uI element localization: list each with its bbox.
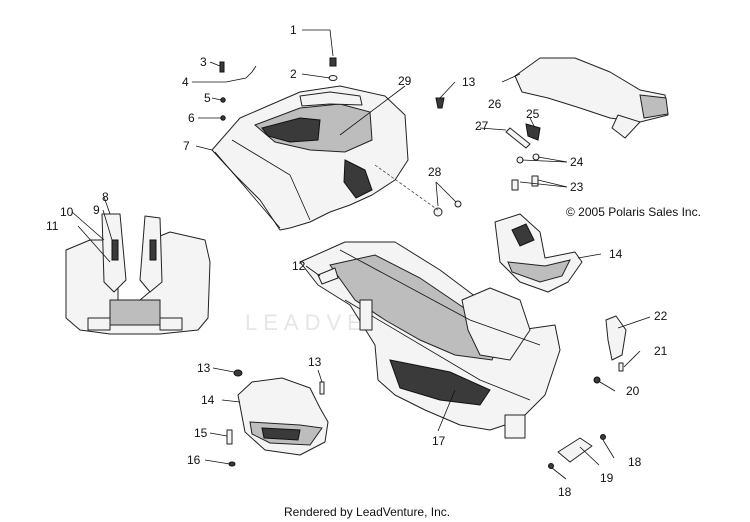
copyright-notice: © 2005 Polaris Sales Inc. (566, 205, 701, 219)
callout-labels: 1 2 3 4 5 6 7 8 9 10 11 12 13 13 13 14 1… (46, 23, 668, 499)
footer-credit: Rendered by LeadVenture, Inc. (284, 505, 450, 519)
callout-26: 26 (488, 97, 502, 111)
callout-3: 3 (200, 55, 207, 69)
callout-17: 17 (432, 434, 446, 448)
callout-18-bottom: 18 (558, 485, 572, 499)
front-fender (65, 213, 211, 335)
callout-10: 10 (60, 205, 74, 219)
callout-13-mid: 13 (308, 355, 322, 369)
callout-12: 12 (292, 259, 306, 273)
callout-14-upper: 14 (609, 247, 623, 261)
callout-19: 19 (600, 471, 614, 485)
callout-9: 9 (93, 203, 100, 217)
callout-21: 21 (654, 344, 668, 358)
callout-6: 6 (188, 111, 195, 125)
callout-8: 8 (102, 190, 109, 204)
callout-24: 24 (570, 155, 584, 169)
footwell-right (494, 213, 583, 293)
callout-27: 27 (475, 119, 489, 133)
frame (299, 241, 561, 439)
callout-2: 2 (290, 67, 297, 81)
callout-4: 4 (182, 75, 189, 89)
callout-16: 16 (187, 453, 201, 467)
reference-line (374, 164, 439, 211)
leader-lines (71, 29, 651, 480)
footwell-left (237, 377, 329, 456)
callout-14-lower: 14 (201, 393, 215, 407)
callout-1: 1 (290, 23, 297, 37)
callout-23: 23 (570, 180, 584, 194)
seat (514, 57, 669, 139)
rear-fender (211, 85, 409, 231)
frame-decal (317, 267, 339, 285)
seat-latch-parts (505, 123, 541, 191)
callout-11: 11 (46, 219, 59, 233)
callout-29: 29 (398, 74, 412, 88)
callout-25: 25 (526, 107, 540, 121)
callout-5: 5 (204, 91, 211, 105)
callout-7: 7 (183, 139, 190, 153)
callout-20: 20 (626, 384, 640, 398)
callout-13-left: 13 (197, 361, 211, 375)
callout-15: 15 (194, 426, 208, 440)
callout-22: 22 (654, 309, 668, 323)
callout-13-top: 13 (462, 75, 476, 89)
callout-18-right: 18 (628, 455, 642, 469)
callout-28: 28 (428, 165, 442, 179)
